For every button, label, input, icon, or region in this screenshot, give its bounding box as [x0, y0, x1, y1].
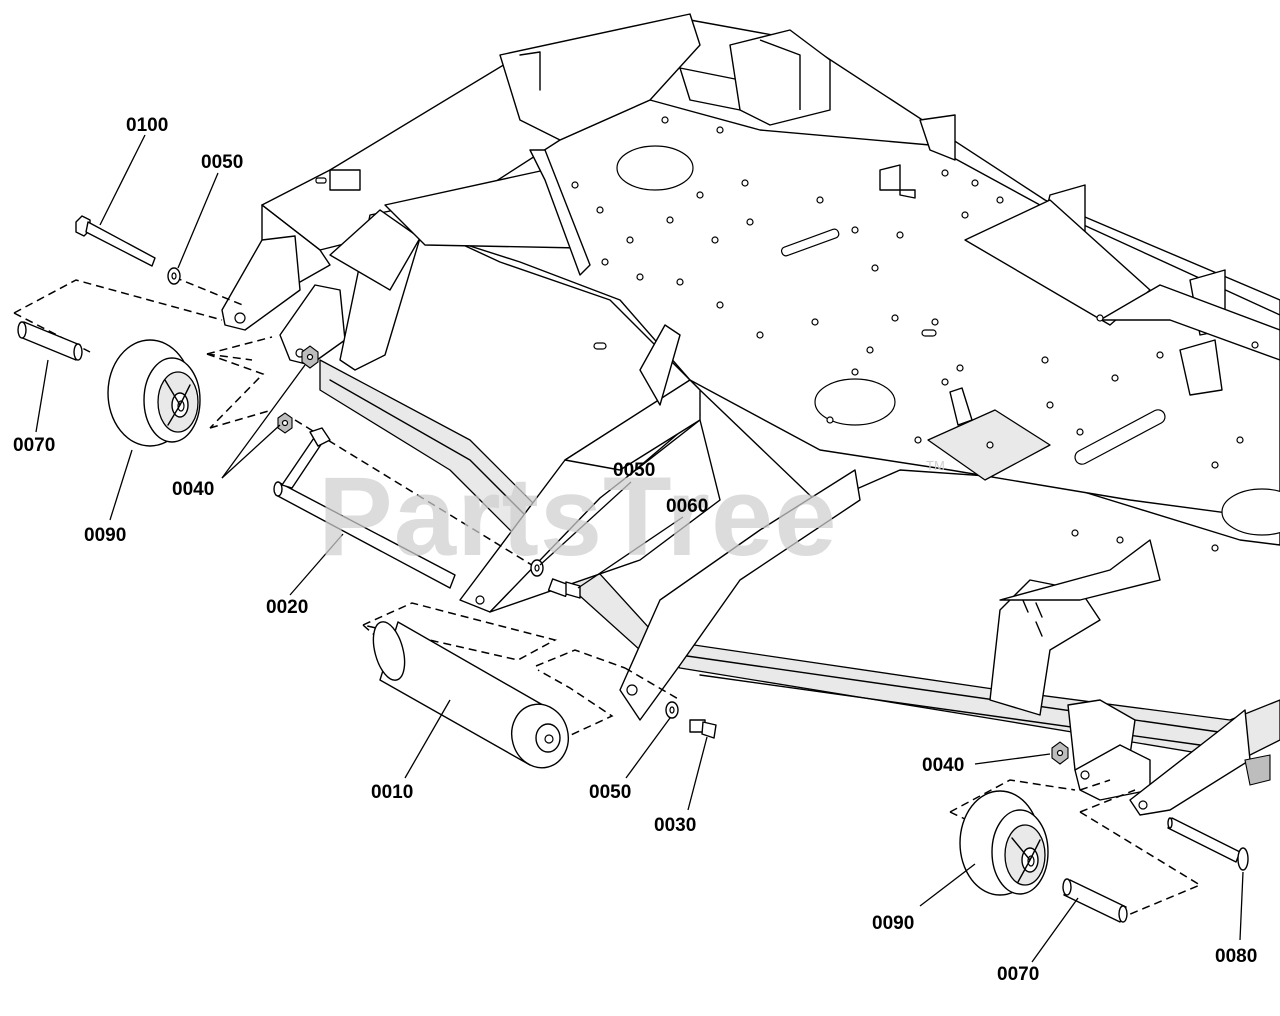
leader-lines — [35, 134, 1244, 963]
part-0040-nut-left-a — [301, 345, 319, 369]
callout-0090-right: 0090 — [872, 913, 914, 934]
callout-0040-right: 0040 — [922, 755, 964, 776]
callout-0050-mid: 0050 — [613, 460, 655, 481]
callout-0020: 0020 — [266, 597, 308, 618]
part-0020-roller-axle — [273, 427, 456, 589]
callout-0050-low: 0050 — [589, 782, 631, 803]
part-0080-clevis-pin — [1167, 817, 1249, 871]
part-0090-wheel-right — [959, 790, 1049, 896]
callout-0080: 0080 — [1215, 946, 1257, 967]
mower-deck — [221, 13, 1280, 816]
alignment-lines — [13, 276, 1202, 916]
watermark-trademark: TM — [926, 458, 945, 473]
callout-0070-left: 0070 — [13, 435, 55, 456]
callout-0030: 0030 — [654, 815, 696, 836]
part-0070-spacer-right — [1062, 878, 1128, 923]
deck-inner-plate — [419, 99, 1280, 521]
part-0010-roller — [372, 621, 569, 769]
callout-0050-top: 0050 — [201, 152, 243, 173]
callout-labels: 0100 0050 0070 0090 0040 0020 0050 0060 … — [13, 115, 1257, 985]
partstree-watermark: PartsTree TM — [318, 454, 945, 579]
part-0030-screw — [689, 719, 717, 739]
part-0090-wheel-left — [107, 339, 201, 447]
part-0100-bolt — [75, 215, 156, 267]
callout-0090-left: 0090 — [84, 525, 126, 546]
callout-0040-left: 0040 — [172, 479, 214, 500]
part-0050-washer-mid — [530, 559, 544, 577]
right-upright-bracket — [989, 579, 1101, 716]
part-0050-washer-low — [665, 701, 679, 719]
spindle-opening-center — [814, 378, 896, 426]
part-0070-spacer-left — [17, 321, 83, 361]
callout-0070-right: 0070 — [997, 964, 1039, 985]
part-0040-nut-right — [1051, 741, 1069, 765]
watermark-brand: PartsTree — [318, 454, 838, 579]
part-0050-washer-top — [167, 267, 181, 285]
spindle-opening-rear — [616, 145, 694, 191]
part-0040-nut-left-b — [277, 412, 293, 434]
deck-front-skirt — [319, 359, 1280, 761]
callout-0100: 0100 — [126, 115, 168, 136]
left-wheel-bracket — [221, 235, 301, 331]
callout-0010: 0010 — [371, 782, 413, 803]
part-0060-screw — [547, 578, 581, 599]
callout-0060: 0060 — [666, 496, 708, 517]
spindle-opening-right — [1221, 488, 1280, 536]
